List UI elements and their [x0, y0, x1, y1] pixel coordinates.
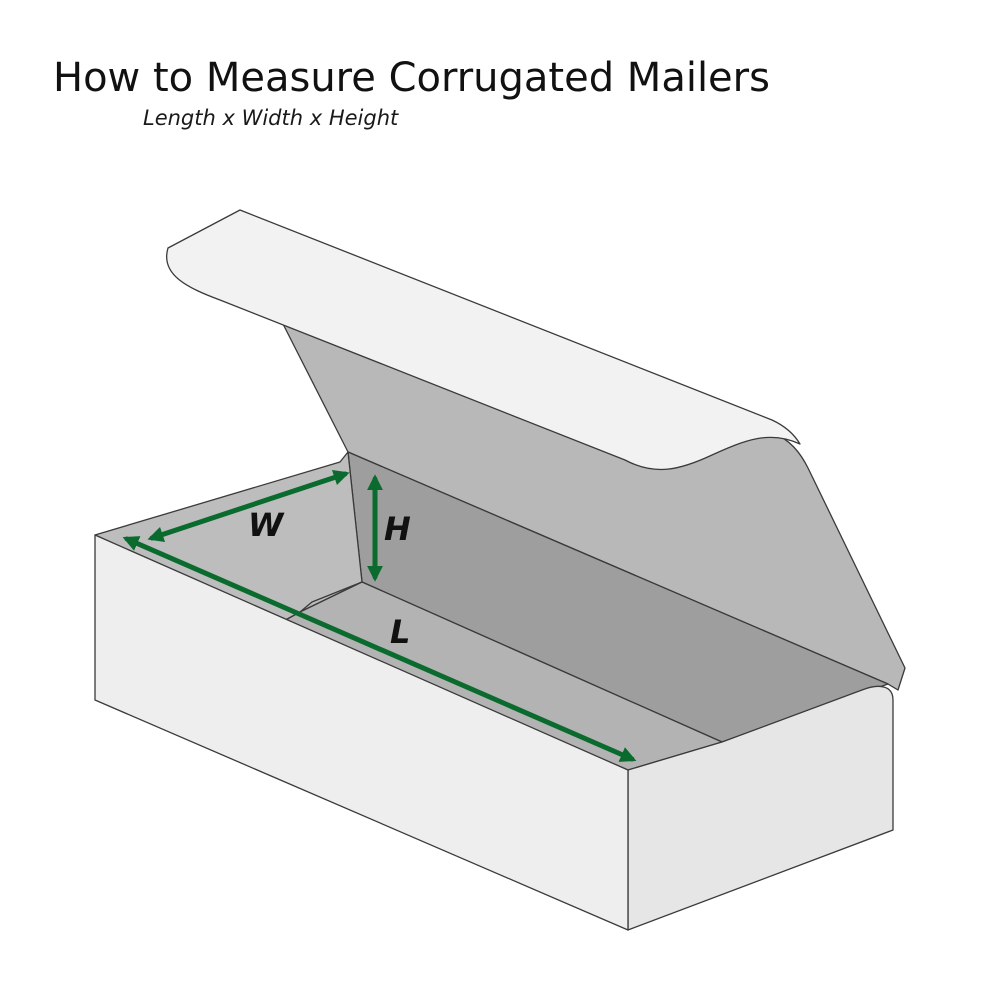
box-right-tuck-flap — [627, 685, 894, 931]
dimension-arrows — [122, 469, 637, 762]
mailer-box — [94, 209, 906, 931]
lid-top-panel — [166, 209, 801, 471]
width-arrow — [147, 469, 350, 543]
length-arrow — [122, 536, 637, 762]
width-label: W — [248, 506, 285, 544]
diagram-title: How to Measure Corrugated Mailers — [53, 55, 770, 101]
length-label: L — [390, 613, 410, 651]
diagram-subtitle: Length x Width x Height — [143, 106, 399, 130]
height-label: H — [384, 510, 411, 548]
